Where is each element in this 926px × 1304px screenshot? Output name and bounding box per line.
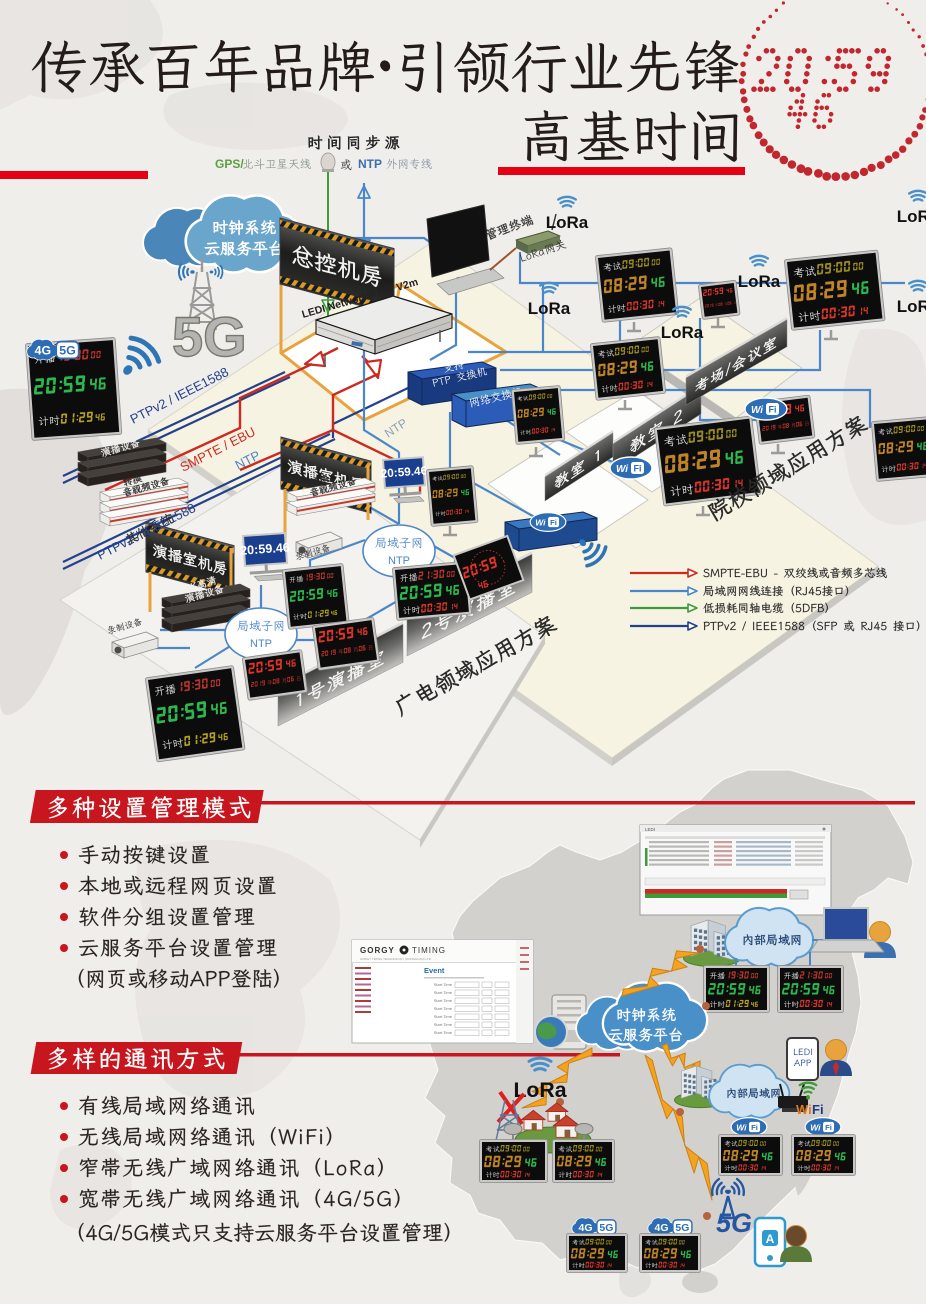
svg-text:Event: Event <box>424 966 445 975</box>
svg-text:Wi: Wi <box>535 517 546 527</box>
svg-text:Start Time: Start Time <box>434 990 453 995</box>
svg-text:LoRa: LoRa <box>897 207 926 226</box>
svg-text:4G: 4G <box>35 343 51 357</box>
svg-text:20:59.46: 20:59.46 <box>240 540 291 557</box>
svg-text:5G: 5G <box>599 1223 613 1234</box>
svg-text:Fi: Fi <box>769 405 777 415</box>
svg-text:Start Time: Start Time <box>434 1030 453 1035</box>
svg-text:LoRa: LoRa <box>546 213 589 232</box>
svg-text:NTP: NTP <box>388 555 410 567</box>
svg-text:Fi: Fi <box>812 1102 824 1117</box>
svg-text:LoRa: LoRa <box>528 299 571 318</box>
svg-text:GORGY: GORGY <box>360 946 395 955</box>
svg-text:A: A <box>766 1232 775 1246</box>
svg-text:5G: 5G <box>716 1208 752 1238</box>
svg-text:Fi: Fi <box>550 518 557 527</box>
svg-text:Wi: Wi <box>736 1122 747 1132</box>
svg-text:Wi: Wi <box>810 1122 821 1132</box>
svg-text:GPS/: GPS/ <box>215 157 244 171</box>
svg-text:4G: 4G <box>655 1223 669 1234</box>
svg-text:Fi: Fi <box>825 1123 832 1132</box>
svg-text:GORGY TIMING TECHNOLOGY (DONGG: GORGY TIMING TECHNOLOGY (DONGGUAN) LTD. <box>360 957 432 961</box>
svg-text:Start Time: Start Time <box>434 1014 453 1019</box>
svg-text:20:59.46: 20:59.46 <box>380 463 428 480</box>
svg-text:NTP: NTP <box>358 157 382 171</box>
svg-text:5G: 5G <box>172 305 247 368</box>
svg-text:5G: 5G <box>59 343 75 357</box>
svg-text:4G: 4G <box>579 1223 593 1234</box>
svg-text:TIMING: TIMING <box>412 946 446 955</box>
svg-text:Wi: Wi <box>751 405 763 416</box>
svg-text:Start Time: Start Time <box>434 982 453 987</box>
svg-text:LEDI: LEDI <box>645 827 655 832</box>
svg-text:NTP: NTP <box>250 638 272 650</box>
svg-text:Start Time: Start Time <box>434 1022 453 1027</box>
svg-text:Fi: Fi <box>751 1123 758 1132</box>
svg-text:Start Time: Start Time <box>434 998 453 1003</box>
svg-text:5G: 5G <box>675 1223 689 1234</box>
svg-text:LoRa: LoRa <box>661 323 704 342</box>
svg-text:Fi: Fi <box>634 464 642 474</box>
svg-text:Wi: Wi <box>616 464 628 475</box>
svg-text:Wi: Wi <box>796 1102 812 1117</box>
svg-text:Start Time: Start Time <box>434 1006 453 1011</box>
svg-text:LoRa: LoRa <box>738 272 781 291</box>
svg-text:LoRa: LoRa <box>897 297 926 316</box>
